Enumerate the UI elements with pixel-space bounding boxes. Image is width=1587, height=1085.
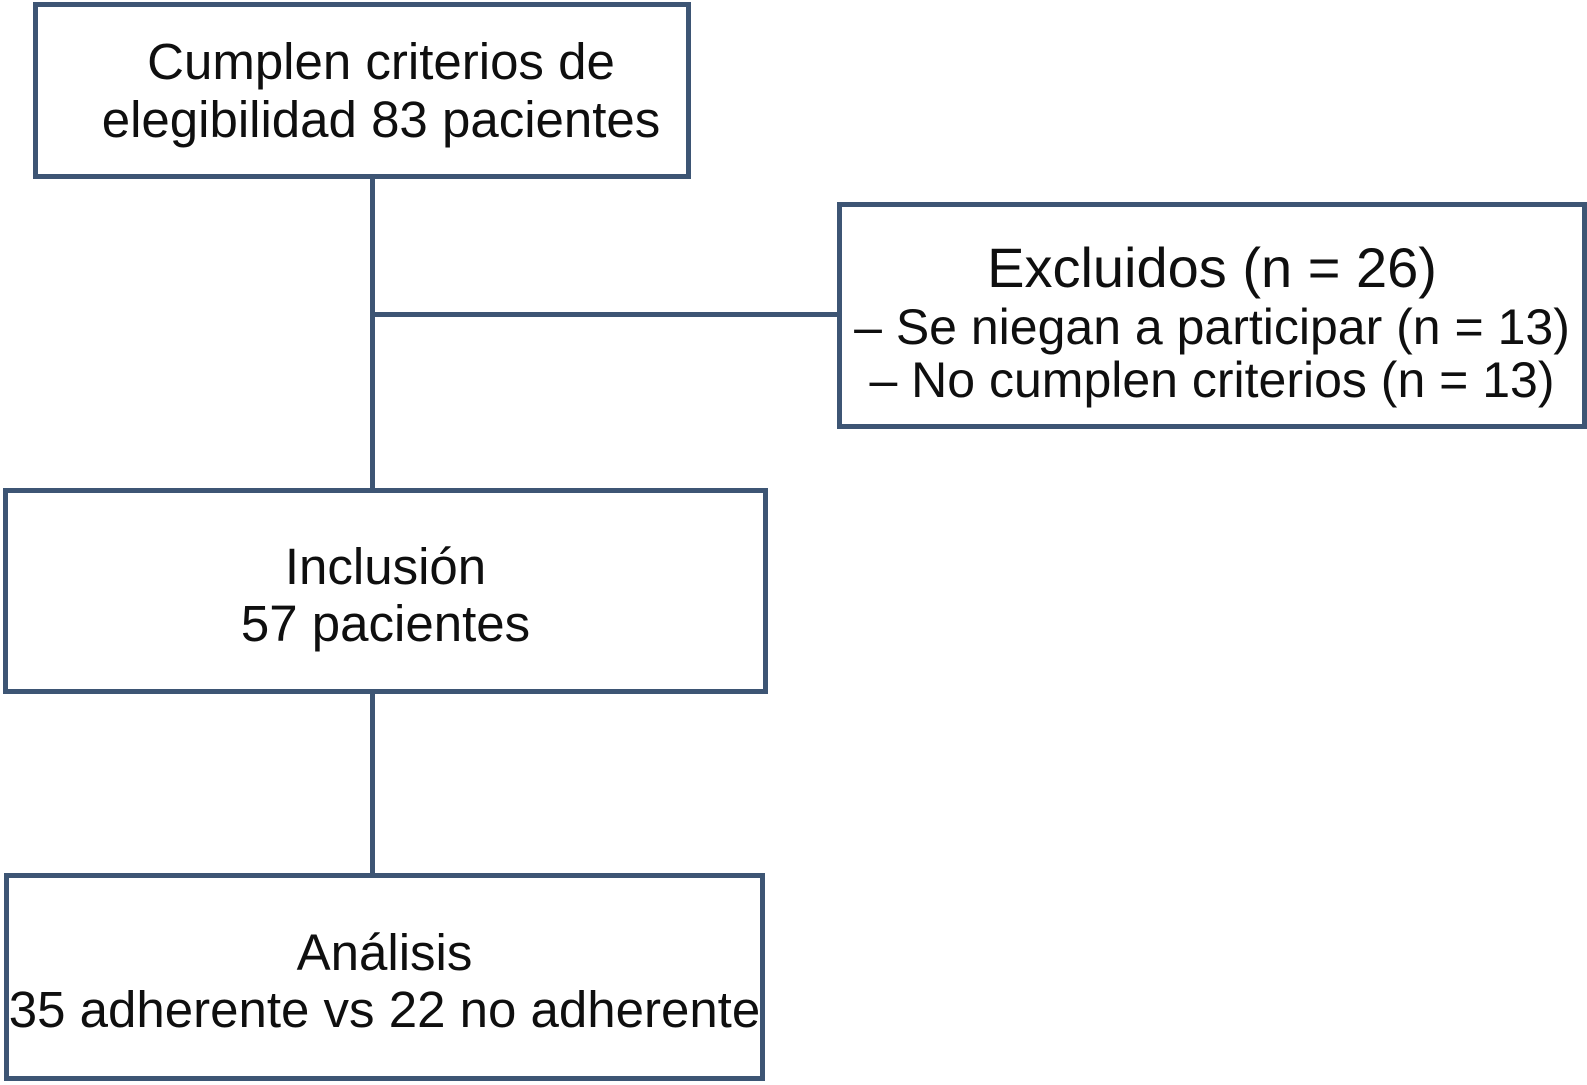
eligibility-box: Cumplen criterios de elegibilidad 83 pac… [33, 2, 691, 179]
eligibility-text-line2: elegibilidad 83 pacientes [101, 90, 661, 148]
inclusion-box: Inclusión 57 pacientes [3, 488, 768, 694]
excluded-item-refuse: – Se niegan a participar (n = 13) [854, 298, 1570, 355]
excluded-box-title: Excluidos (n = 26) [987, 235, 1437, 299]
connector-branch-to-excluded [373, 312, 839, 317]
eligibility-text-line1: Cumplen criterios de [147, 32, 615, 90]
analysis-text-line2: 35 adherente vs 22 no adherente [8, 981, 761, 1038]
analysis-text-line1: Análisis [296, 924, 473, 981]
inclusion-text-line2: 57 pacientes [240, 595, 531, 652]
excluded-item-criteria: – No cumplen criterios (n = 13) [869, 351, 1555, 408]
analysis-box: Análisis 35 adherente vs 22 no adherente [4, 873, 765, 1081]
connector-eligibility-to-inclusion [370, 177, 375, 490]
connector-inclusion-to-analysis [370, 691, 375, 875]
inclusion-text-line1: Inclusión [284, 538, 487, 595]
excluded-box: Excluidos (n = 26) – Se niegan a partici… [837, 202, 1587, 429]
